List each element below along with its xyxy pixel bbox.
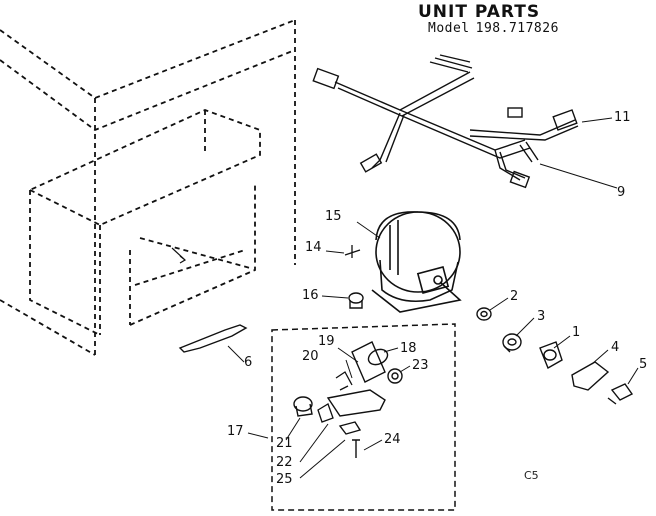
cabinet-outline: [0, 19, 296, 356]
part-22-bracket: [317, 403, 334, 423]
part-6-drier: [178, 324, 248, 353]
callout-18: 18: [400, 341, 417, 356]
model-line: Model 198.717826: [428, 21, 565, 36]
callout-5: 5: [639, 357, 648, 372]
diagram-title: UNIT PARTS: [418, 2, 541, 22]
callout-14: 14: [305, 240, 322, 255]
part-21-relay: [293, 396, 313, 417]
part-19-20-clip: [335, 371, 353, 391]
diagram-code: C5: [524, 469, 539, 482]
relay-bracket: [326, 389, 386, 417]
cabinet-arrow: [171, 247, 187, 264]
callout-17: 17: [227, 424, 244, 439]
part-3-terminal: [502, 333, 522, 353]
callout-9: 9: [617, 185, 626, 200]
callout-4: 4: [611, 340, 620, 355]
wiring-harness: [312, 54, 579, 189]
callout-21: 21: [276, 436, 293, 451]
leader-lines: [227, 117, 639, 479]
callout-2: 2: [510, 289, 519, 304]
callout-11: 11: [614, 110, 631, 125]
part-4-cover: [571, 361, 610, 391]
callout-19: 19: [318, 334, 335, 349]
model-label: Model: [428, 21, 470, 36]
part-23-cap: [387, 368, 403, 384]
callout-16: 16: [302, 288, 319, 303]
callout-23: 23: [412, 358, 429, 373]
part-16-grommet: [348, 292, 364, 309]
electrical-components-box: [271, 323, 456, 511]
callout-25: 25: [276, 472, 293, 487]
compressor: [371, 211, 462, 313]
callout-15: 15: [325, 209, 342, 224]
model-number: 198.717826: [475, 21, 559, 36]
callout-20: 20: [302, 349, 319, 364]
part-18-capacitor: [351, 341, 389, 383]
part-24-screw: [338, 421, 362, 458]
part-1-overload: [539, 341, 563, 370]
part-5-clip: [607, 383, 634, 405]
callout-24: 24: [384, 432, 401, 447]
callout-22: 22: [276, 455, 293, 470]
callout-6: 6: [244, 355, 253, 370]
part-14-clip: [344, 245, 361, 258]
callout-3: 3: [537, 309, 546, 324]
callout-1: 1: [572, 325, 581, 340]
part-2-grommet: [476, 307, 492, 321]
